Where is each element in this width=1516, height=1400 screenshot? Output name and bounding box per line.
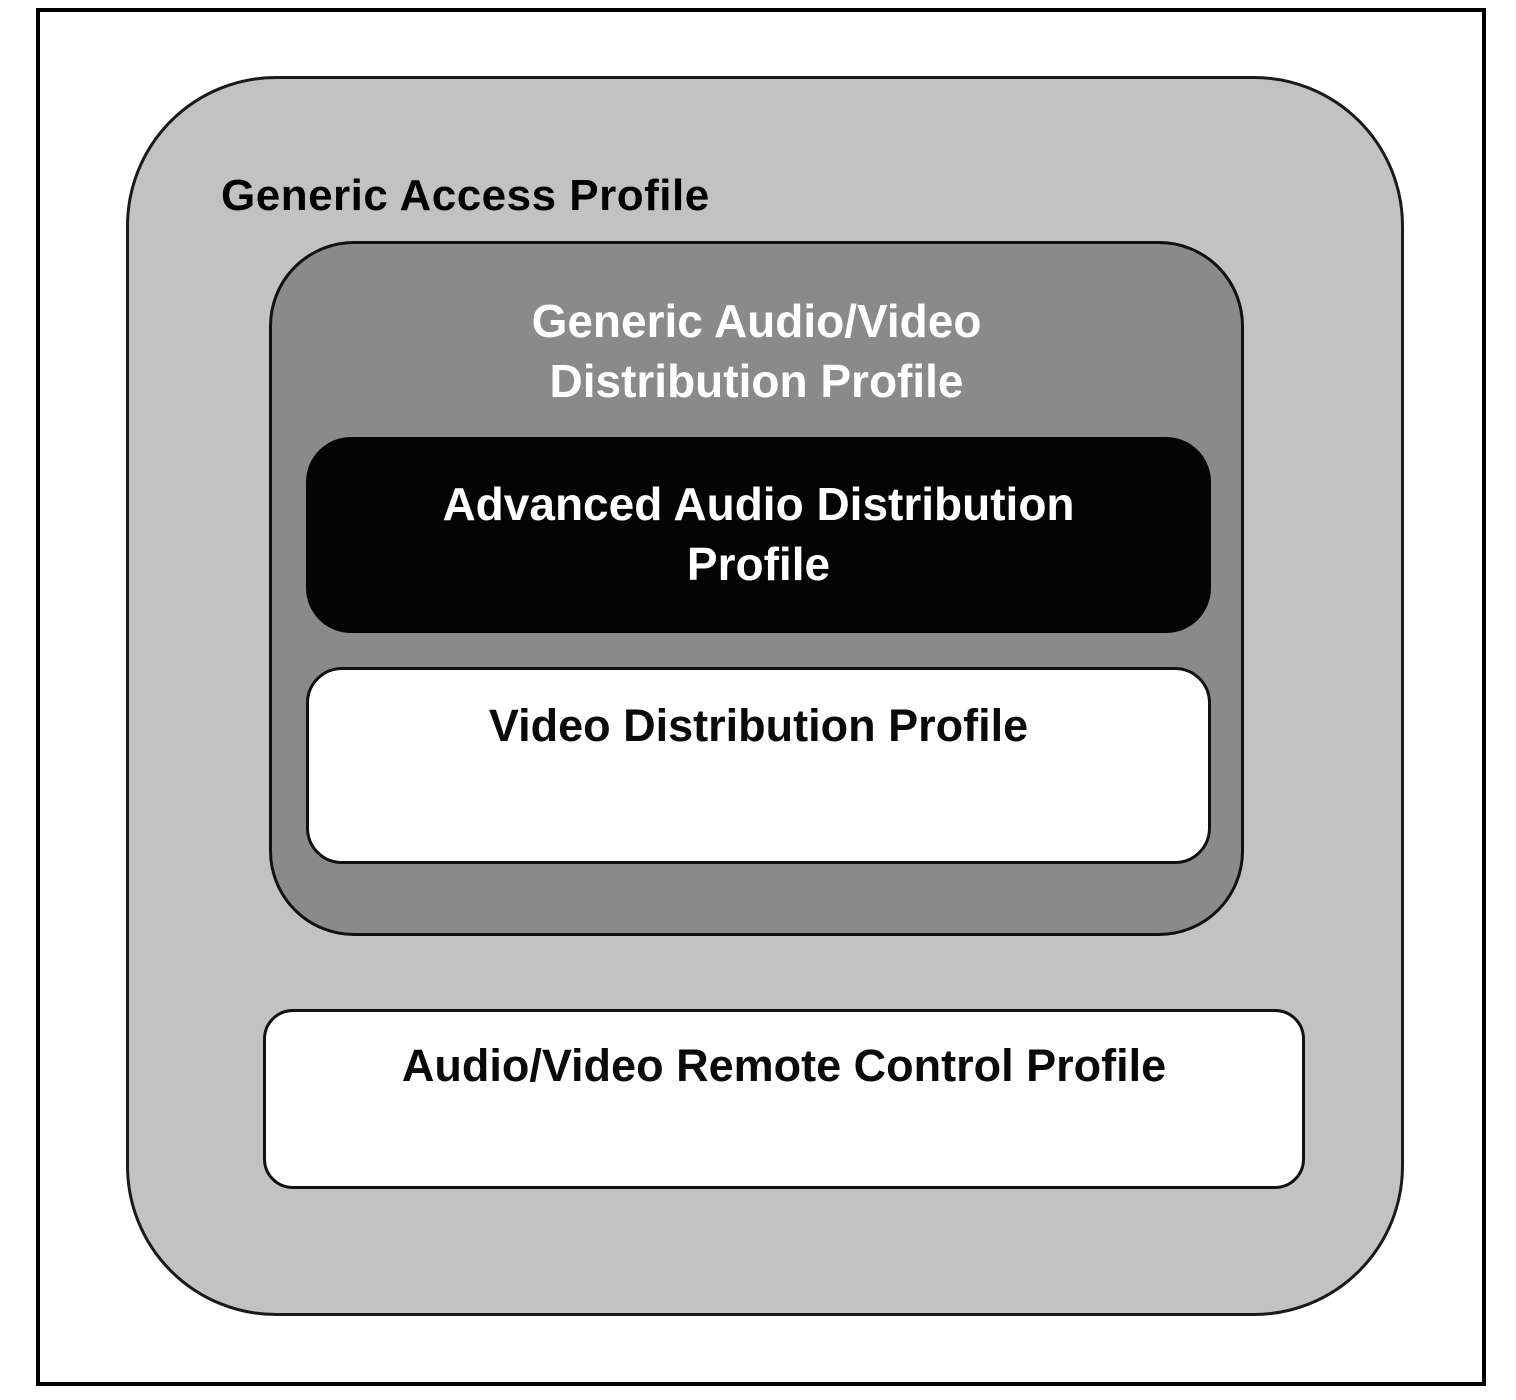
- video-distribution-profile-label: Video Distribution Profile: [488, 700, 1029, 751]
- video-distribution-profile-box: Video Distribution Profile: [306, 667, 1211, 864]
- generic-avdp-label-line1: Generic Audio/Video: [531, 295, 982, 347]
- avrcp-box: Audio/Video Remote Control Profile: [263, 1009, 1305, 1189]
- advanced-audio-distribution-profile-box: Advanced Audio Distribution Profile: [306, 437, 1211, 633]
- generic-avdp-label-line2: Distribution Profile: [549, 354, 964, 407]
- generic-avdp-label: Generic Audio/Video Distribution Profile: [272, 292, 1241, 412]
- generic-access-profile-label: Generic Access Profile: [221, 171, 710, 220]
- generic-access-profile-box: Generic Access Profile Generic Audio/Vid…: [126, 76, 1404, 1316]
- generic-avdp-box: Generic Audio/Video Distribution Profile…: [269, 241, 1244, 936]
- a2dp-label-line2: Profile: [686, 538, 831, 590]
- a2dp-label-line1: Advanced Audio Distribution: [442, 478, 1075, 531]
- avrcp-label: Audio/Video Remote Control Profile: [401, 1040, 1167, 1091]
- diagram-frame: Generic Access Profile Generic Audio/Vid…: [36, 8, 1486, 1386]
